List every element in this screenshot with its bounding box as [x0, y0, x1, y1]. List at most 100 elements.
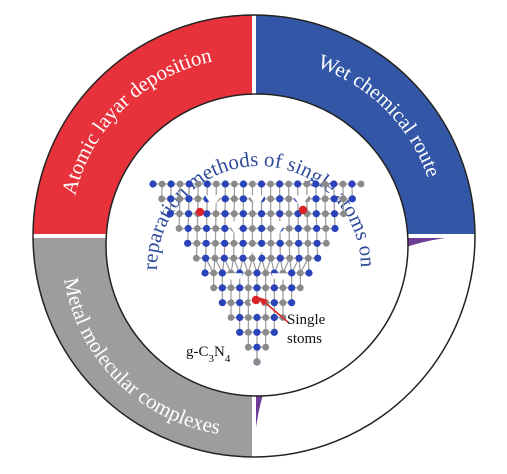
lattice-pore — [271, 273, 287, 286]
carbon-atom — [304, 254, 312, 262]
nitrogen-atom — [257, 210, 266, 218]
nitrogen-atom — [166, 210, 174, 218]
carbon-atom — [285, 239, 293, 247]
carbon-atom — [262, 314, 270, 321]
carbon-atom — [296, 284, 304, 292]
nitrogen-atom — [236, 299, 244, 307]
carbon-atom — [304, 225, 311, 232]
nitrogen-atom — [253, 313, 261, 322]
carbon-atom — [249, 180, 256, 188]
nitrogen-atom — [331, 224, 339, 233]
carbon-atom — [285, 210, 293, 218]
nitrogen-atom — [312, 180, 320, 188]
carbon-atom — [262, 328, 270, 336]
carbon-atom — [262, 269, 270, 277]
nitrogen-atom — [258, 254, 266, 262]
nitrogen-atom — [149, 180, 157, 188]
nitrogen-atom — [253, 328, 261, 336]
nitrogen-atom — [220, 254, 228, 262]
nitrogen-atom — [288, 284, 296, 292]
lattice-pore — [249, 247, 265, 260]
nitrogen-atom — [221, 224, 229, 233]
carbon-atom — [230, 239, 238, 247]
nitrogen-atom — [239, 224, 247, 233]
carbon-atom — [267, 210, 275, 218]
nitrogen-atom — [294, 224, 302, 233]
lattice-pore — [249, 301, 265, 314]
carbon-atom — [267, 195, 275, 203]
nitrogen-atom — [258, 239, 266, 247]
nitrogen-atom — [348, 180, 356, 188]
carbon-atom — [267, 180, 274, 188]
nitrogen-atom — [239, 254, 247, 262]
nitrogen-atom — [253, 269, 261, 277]
carbon-atom — [339, 180, 347, 188]
nitrogen-atom — [314, 254, 322, 262]
nitrogen-atom — [221, 239, 229, 247]
single-atom — [251, 295, 261, 305]
carbon-atom — [286, 254, 294, 262]
nitrogen-atom — [276, 195, 284, 203]
carbon-atom — [212, 239, 219, 247]
carbon-atom — [244, 284, 252, 292]
carbon-atom — [194, 180, 202, 188]
nitrogen-atom — [270, 284, 278, 292]
carbon-atom — [321, 195, 329, 203]
nitrogen-atom — [239, 210, 247, 218]
carbon-atom — [262, 343, 270, 351]
nitrogen-atom — [312, 210, 320, 218]
nitrogen-atom — [257, 224, 266, 233]
single-atoms-label-line1: Single — [287, 312, 326, 328]
lattice-pore — [293, 195, 309, 208]
nitrogen-atom — [239, 239, 247, 247]
carbon-atom — [192, 254, 200, 262]
carbon-atom — [262, 284, 270, 292]
nitrogen-atom — [330, 180, 338, 188]
lattice-pore — [205, 195, 221, 208]
nitrogen-atom — [221, 195, 229, 203]
carbon-atom — [249, 225, 256, 232]
material-label: g-C3N4 — [186, 344, 231, 365]
carbon-atom — [175, 225, 183, 232]
carbon-atom — [267, 254, 275, 262]
nitrogen-atom — [203, 210, 211, 218]
carbon-atom — [253, 358, 261, 366]
nitrogen-atom — [218, 269, 226, 277]
carbon-atom — [296, 269, 304, 277]
nitrogen-atom — [184, 210, 193, 218]
nitrogen-atom — [202, 254, 210, 262]
nitrogen-atom — [221, 210, 229, 218]
nitrogen-atom — [239, 180, 248, 188]
carbon-atom — [176, 195, 184, 203]
carbon-atom — [210, 269, 218, 277]
carbon-atom — [194, 195, 202, 203]
carbon-atom — [158, 180, 166, 188]
nitrogen-atom — [202, 239, 210, 247]
carbon-atom — [279, 284, 287, 292]
lattice-pore — [227, 221, 243, 234]
single-atom-arrow — [258, 297, 290, 324]
carbon-atom — [244, 299, 252, 307]
carbon-atom — [176, 210, 183, 218]
carbon-atom — [211, 254, 219, 262]
carbon-atom — [158, 195, 166, 203]
carbon-atom — [244, 269, 252, 277]
carbon-atom — [230, 180, 238, 188]
carbon-atom — [279, 299, 287, 307]
single-atom — [195, 207, 205, 217]
carbon-atom — [227, 299, 235, 307]
lattice-pore — [249, 195, 265, 208]
nitrogen-atom — [270, 328, 278, 336]
carbon-atom — [304, 239, 312, 247]
nitrogen-atom — [288, 269, 296, 277]
single-atom — [298, 205, 308, 215]
nitrogen-atom — [276, 210, 284, 218]
lattice-pore — [271, 221, 287, 234]
carbon-atom — [230, 210, 238, 218]
nitrogen-atom — [218, 299, 226, 307]
nitrogen-atom — [330, 195, 338, 203]
carbon-atom — [193, 239, 201, 247]
carbon-atom — [210, 284, 218, 292]
nitrogen-atom — [185, 180, 193, 188]
